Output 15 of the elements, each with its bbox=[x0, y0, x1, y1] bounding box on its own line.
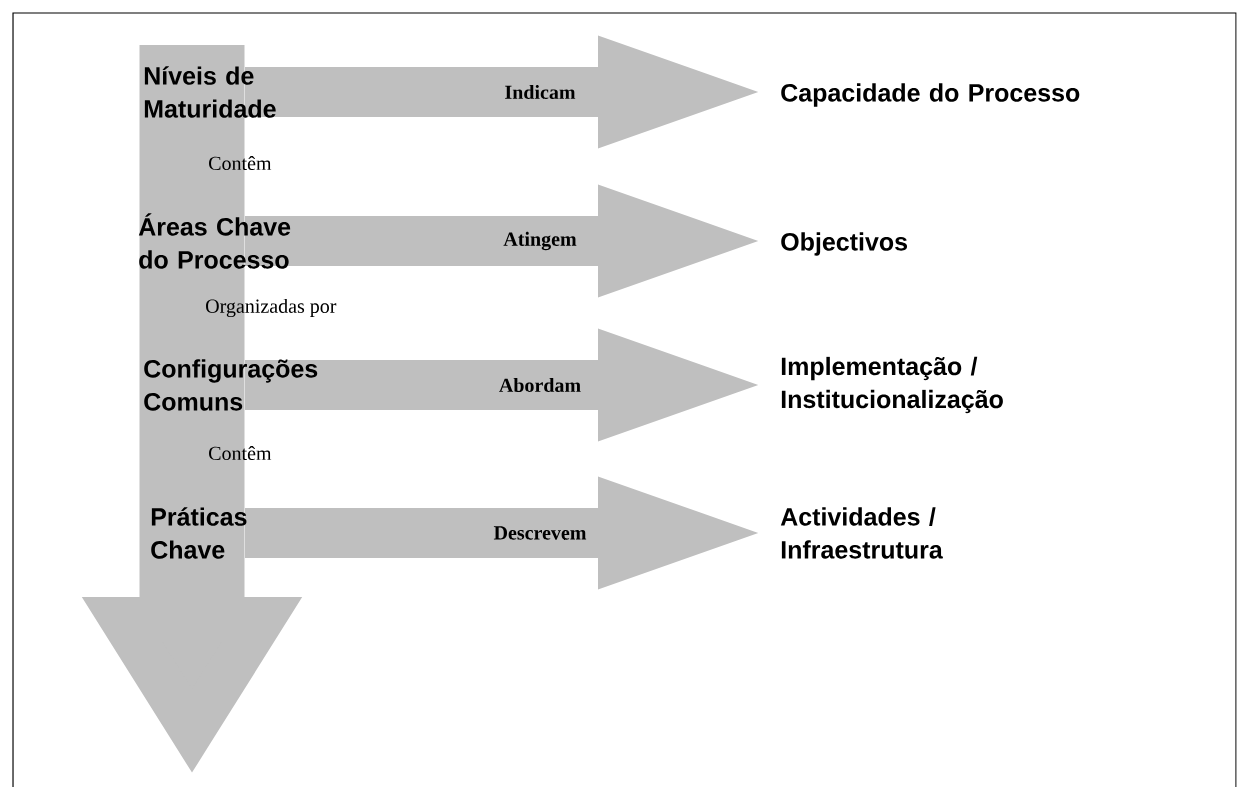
node-text: Níveis de Maturidade bbox=[144, 66, 276, 118]
node-text: Objectivos bbox=[781, 232, 907, 256]
edge-label: Indicam bbox=[505, 84, 576, 100]
edge-label: Contêm bbox=[209, 155, 272, 171]
node-text: Actividades / Infraestrutura bbox=[780, 507, 943, 559]
node-text: Práticas Chave bbox=[151, 507, 247, 559]
node-text: Áreas Chave do Processo bbox=[138, 213, 291, 269]
node-text: Configurações Comuns bbox=[144, 359, 318, 411]
node-text: Implementação / Institucionalização bbox=[781, 356, 1003, 414]
node-text: Capacidade do Processo bbox=[781, 83, 1080, 107]
edge-label: Organizadas por bbox=[206, 298, 337, 318]
edge-label: Abordam bbox=[499, 377, 581, 393]
edge-label: Atingem bbox=[503, 231, 577, 251]
edge-label: Descrevem bbox=[493, 526, 587, 540]
edge-label: Contêm bbox=[209, 445, 272, 461]
